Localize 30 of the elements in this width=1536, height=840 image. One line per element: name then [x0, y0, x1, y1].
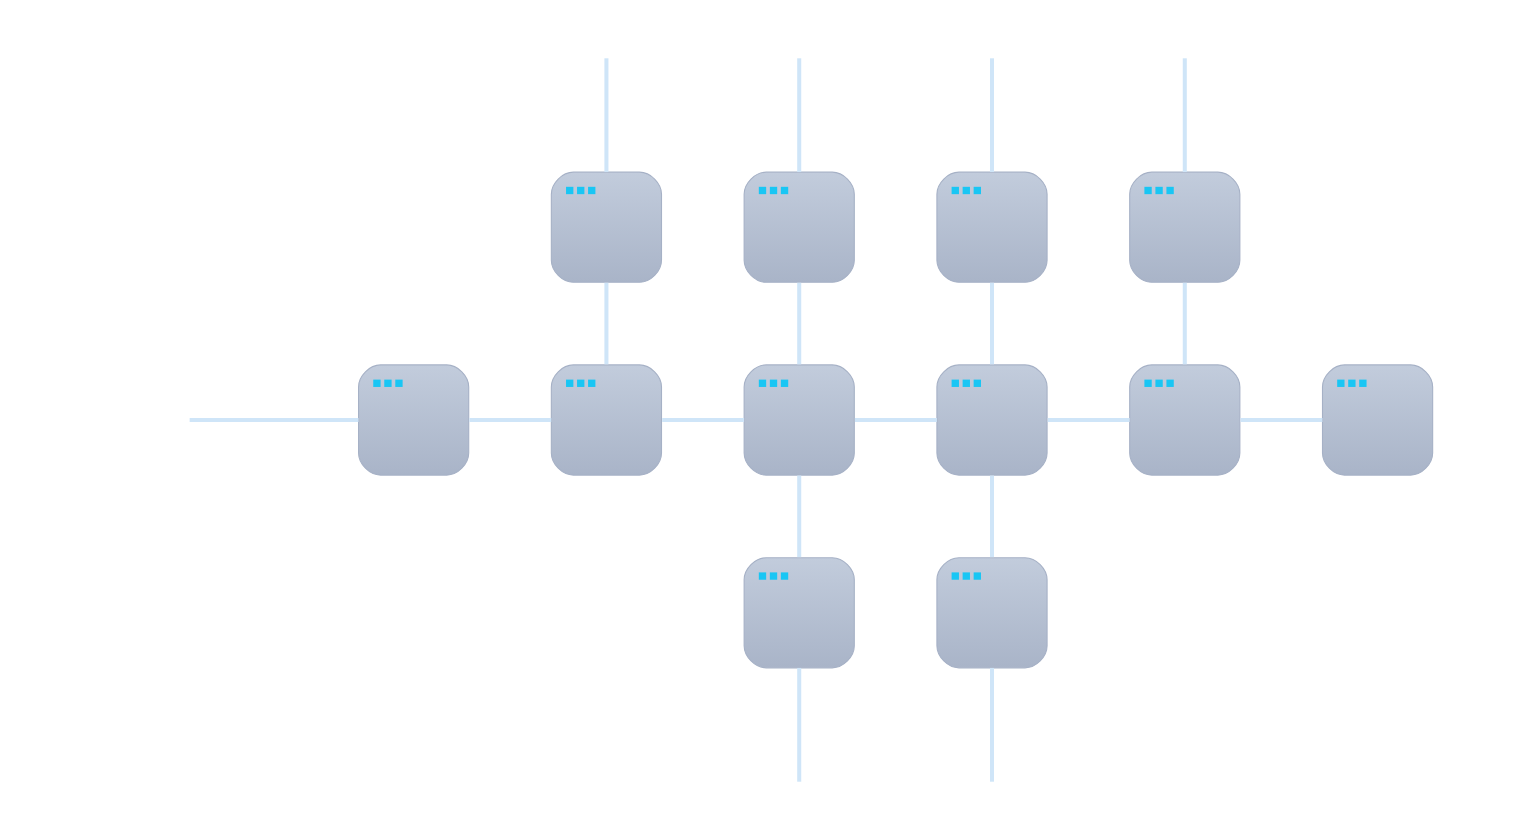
node-box: [550, 364, 663, 476]
connector: [990, 282, 994, 365]
connector: [797, 667, 802, 782]
connector: [990, 58, 994, 173]
connector: [1240, 418, 1323, 422]
node-box: [936, 557, 1048, 669]
connector: [469, 418, 552, 422]
connector: [604, 282, 609, 365]
connector: [990, 667, 994, 782]
connector: [1182, 58, 1187, 173]
connector: [662, 418, 745, 422]
connector: [854, 418, 937, 422]
node-box: [1321, 364, 1434, 476]
node-box: [550, 171, 663, 283]
node-box: [936, 171, 1048, 283]
node-box: [743, 171, 855, 283]
node-box: [1129, 171, 1241, 283]
node-box: [1129, 364, 1241, 476]
node-box: [743, 364, 855, 476]
connector: [1182, 282, 1187, 365]
node-box: [743, 557, 855, 669]
connector: [797, 475, 802, 558]
node-box: [358, 364, 470, 476]
node-box: [936, 364, 1048, 476]
connector: [797, 282, 802, 365]
connector: [604, 58, 609, 173]
connector: [189, 418, 359, 422]
connector: [797, 58, 802, 173]
connector: [990, 475, 994, 558]
connector: [1047, 418, 1130, 422]
